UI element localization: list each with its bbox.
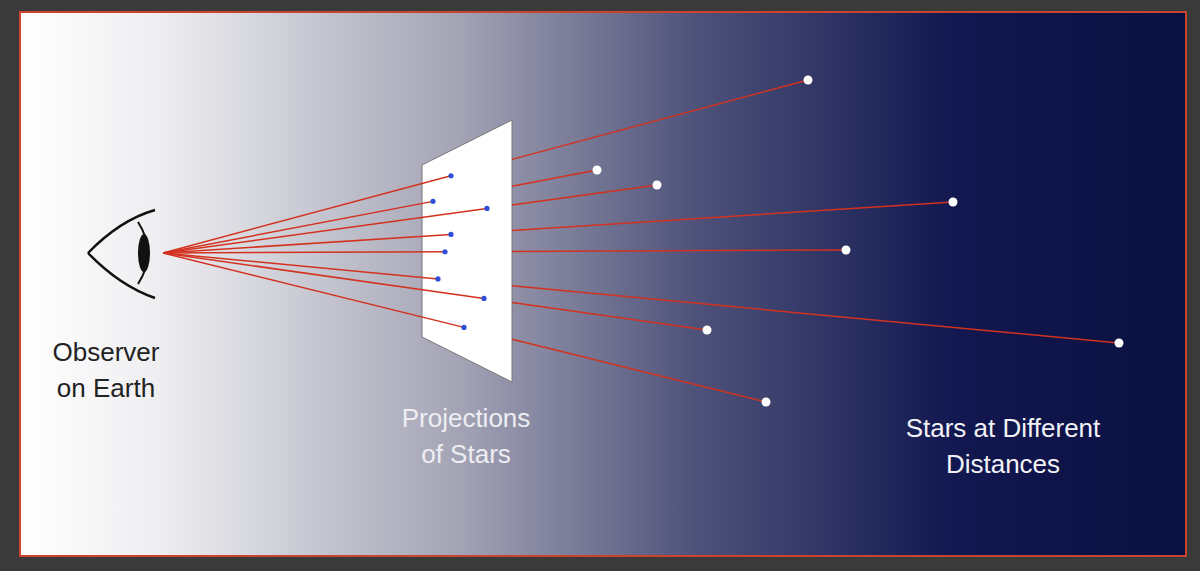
sight-line [512, 202, 953, 230]
sight-line [512, 302, 707, 330]
star-projection [430, 199, 435, 204]
star-projection [448, 173, 453, 178]
star-projection [448, 232, 453, 237]
star-projection [481, 296, 486, 301]
star [703, 326, 712, 335]
sight-line [163, 234, 451, 253]
plane-label: Projections of Stars [402, 400, 531, 473]
sky-panel [20, 12, 1186, 556]
star-projection [442, 249, 447, 254]
star [593, 166, 602, 175]
sight-line [163, 253, 484, 298]
sight-line [512, 339, 766, 402]
star [1115, 339, 1124, 348]
eye-symbol [88, 210, 155, 298]
sight-line [163, 201, 433, 253]
projection-plane [422, 120, 512, 382]
star-projection [461, 325, 466, 330]
observer-label: Observer on Earth [53, 334, 160, 407]
sight-line [163, 176, 451, 253]
star [762, 398, 771, 407]
star [949, 198, 958, 207]
sight-lines [163, 76, 1124, 407]
sight-line [512, 286, 1119, 343]
sight-line [163, 208, 487, 253]
star-projection [435, 276, 440, 281]
sight-line [512, 170, 597, 186]
sight-line [163, 253, 464, 327]
sight-line [512, 250, 846, 251]
sight-line [163, 253, 438, 279]
star-projection [484, 206, 489, 211]
star [653, 181, 662, 190]
sight-line [512, 80, 808, 159]
sight-line [163, 252, 445, 253]
stars-label: Stars at Different Distances [853, 410, 1153, 483]
sight-line [512, 185, 657, 205]
star [804, 76, 813, 85]
star [842, 246, 851, 255]
